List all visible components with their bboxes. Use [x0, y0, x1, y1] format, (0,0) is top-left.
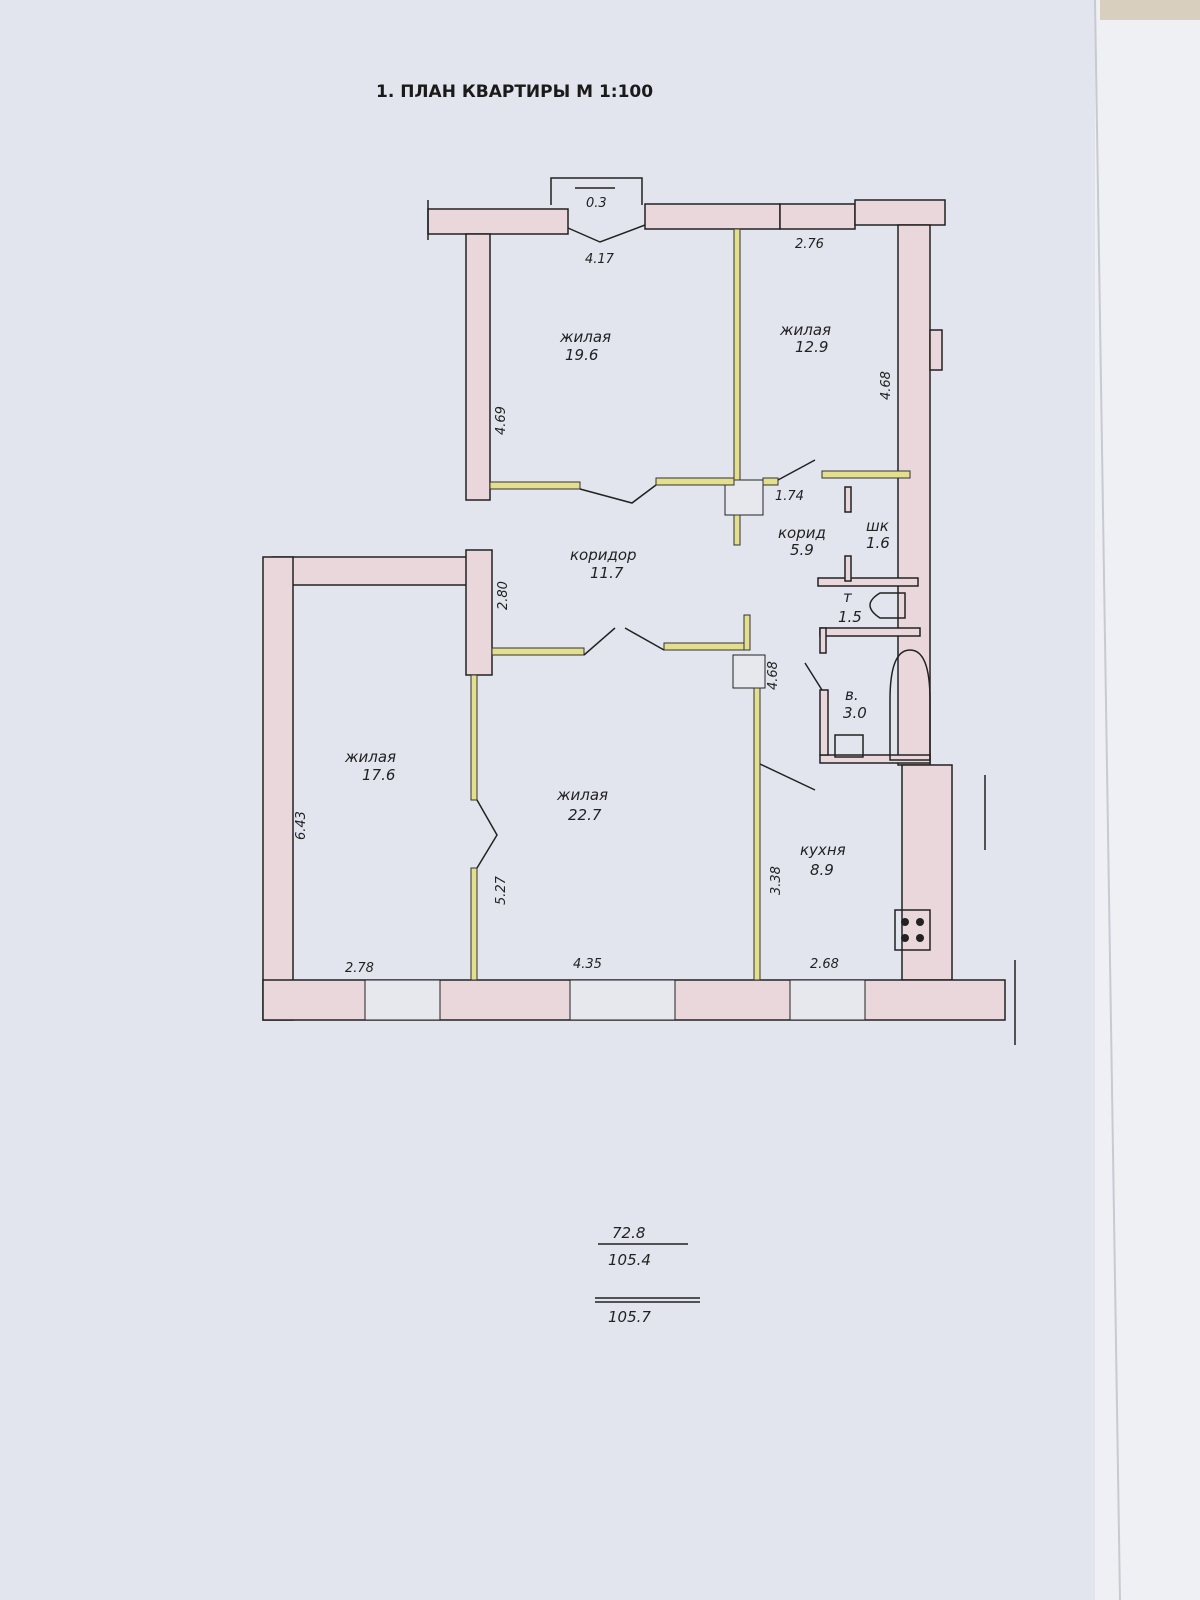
room-name: шк [866, 517, 889, 535]
total-area: 105.4 [608, 1251, 651, 1269]
dimension-label: 2.76 [795, 237, 824, 252]
toilet-icon [869, 592, 906, 619]
room-area: 22.7 [568, 806, 602, 824]
dimension-label: 5.27 [494, 875, 509, 905]
room-area: 12.9 [795, 338, 828, 356]
room-name: жилая [779, 321, 831, 339]
living-area: 72.8 [612, 1224, 645, 1242]
dimension-labels: 0.3 4.17 2.76 4.68 4.69 1.74 2.80 4.68 6… [294, 196, 894, 976]
room-name: жилая [559, 328, 611, 346]
area-totals: 72.8 105.4 105.7 [595, 1224, 700, 1326]
next-page-edge [1095, 0, 1200, 1600]
partitions [470, 228, 911, 981]
dimension-label: 1.74 [775, 489, 804, 504]
room-area: 17.6 [362, 766, 395, 784]
dimension-label: 3.38 [769, 866, 784, 895]
sink-icon [834, 734, 864, 758]
room-name: коридор [570, 546, 637, 564]
room-name: жилая [344, 748, 396, 766]
bathtub-icon [889, 649, 931, 761]
dimension-label: 6.43 [294, 811, 309, 840]
room-name: т [843, 588, 853, 606]
room-name: жилая [556, 786, 608, 804]
room-area: 1.5 [838, 608, 862, 626]
dimension-label: 4.69 [494, 406, 509, 435]
stove-icon [894, 909, 931, 951]
room-area: 5.9 [790, 541, 814, 559]
room-area: 1.6 [866, 534, 890, 552]
room-labels: жилая 19.6 жилая 12.9 коридор 11.7 корид… [344, 321, 890, 879]
room-name: корид [778, 524, 826, 542]
room-area: 3.0 [843, 704, 867, 722]
walls [262, 177, 1016, 1045]
dimension-label: 2.80 [496, 581, 511, 610]
dimension-label: 2.68 [810, 957, 839, 972]
dimension-label: 4.68 [766, 661, 781, 690]
dimension-label: 4.35 [573, 957, 602, 972]
room-area: 8.9 [810, 861, 834, 879]
grand-total-area: 105.7 [608, 1308, 651, 1326]
dimension-label: 2.78 [345, 961, 374, 976]
dimension-label: 0.3 [586, 196, 607, 211]
room-area: 11.7 [590, 564, 624, 582]
room-area: 19.6 [565, 346, 598, 364]
room-name: кухня [800, 841, 846, 859]
dimension-label: 4.68 [879, 371, 894, 400]
plan-title: 1. ПЛАН КВАРТИРЫ М 1:100 [376, 82, 653, 102]
room-name: в. [845, 686, 859, 704]
dimension-label: 4.17 [585, 252, 615, 267]
